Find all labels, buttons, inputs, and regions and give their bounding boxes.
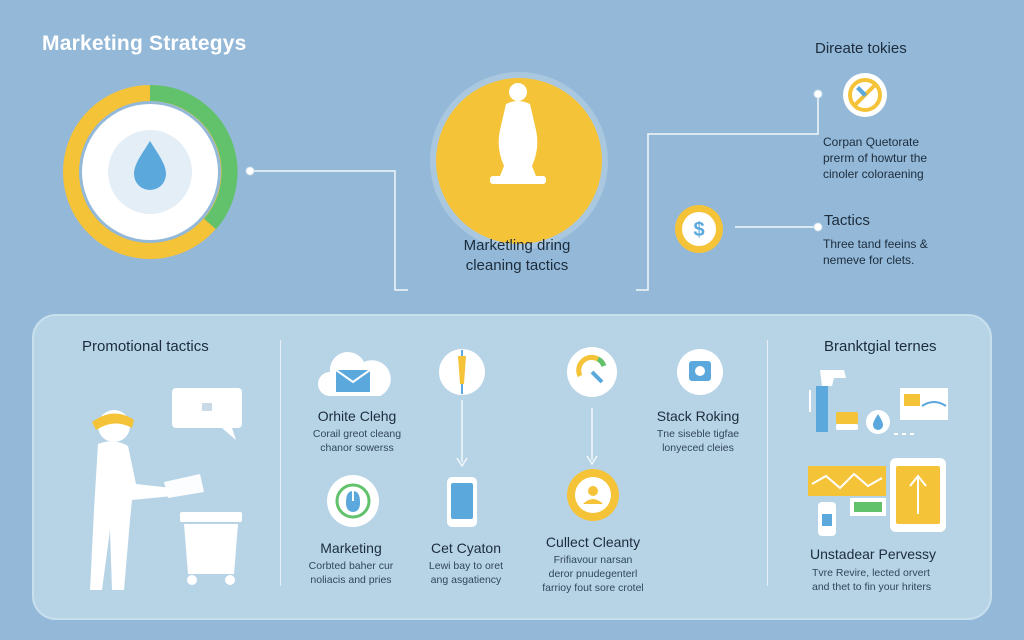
speech-bubble-icon	[170, 386, 246, 442]
tactics-heading: Tactics	[824, 212, 870, 229]
item-text: Frifiavour narsan	[553, 554, 633, 566]
connector-lines	[245, 89, 823, 291]
item-text: Tne siseble tigfae	[656, 428, 740, 440]
arrow-down-icon	[586, 408, 598, 466]
item-cullect-cleanty: Cullect Cleanty Frifiavour narsan deror …	[528, 534, 658, 595]
right-sub-text: Tvre Revire, lected orvert and thet to f…	[812, 567, 932, 593]
cleaner-figure-icon	[490, 83, 546, 184]
right-sub-heading: Unstadear Pervessy	[810, 546, 937, 562]
item-heading: Orhite Clehg	[317, 408, 397, 424]
item-text: lonyeced cleies	[662, 442, 734, 454]
item-text: farrioy fout sore crotel	[542, 582, 644, 594]
item-marketing: Marketing Corbted baher cur noliacis and…	[290, 540, 412, 587]
water-drop-donut	[62, 84, 238, 260]
divider-left	[280, 340, 281, 586]
item-stack-roking: Stack Roking Tne siseble tigfae lonyeced…	[636, 408, 760, 455]
top-right-heading: Direate tokies	[815, 40, 907, 57]
item-text: deror pnudegenterl	[548, 568, 638, 580]
top-right-text: Corpan Quetorate prerm of howtur the cin…	[823, 135, 928, 181]
pen-tool-icon	[438, 348, 486, 396]
cloud-mail-icon	[316, 344, 392, 400]
cleaning-figure-badge	[428, 70, 610, 252]
safe-icon	[676, 348, 724, 396]
page-title: Marketing Strategys	[42, 32, 247, 55]
item-heading: Cullect Cleanty	[545, 534, 641, 550]
item-heading: Marketing	[320, 540, 382, 556]
tactics-text: Three tand feeins & nemeve for clets.	[823, 237, 928, 267]
user-badge-icon	[566, 468, 620, 522]
item-cet-cyaton: Cet Cyaton Lewi bay to oret ang asgatien…	[404, 540, 528, 587]
right-heading: Branktgial ternes	[824, 338, 937, 355]
dollar-icon: $	[674, 204, 724, 254]
gauge-icon	[566, 346, 618, 398]
item-heading: Cet Cyaton	[430, 540, 502, 556]
item-text: ang asgatiency	[430, 574, 502, 586]
promotional-heading: Promotional tactics	[82, 338, 209, 355]
item-text: Corail greot cleang	[312, 428, 402, 440]
divider-right	[767, 340, 768, 586]
no-spray-icon	[842, 72, 888, 118]
mouse-target-icon	[326, 474, 380, 528]
water-drop-icon	[134, 141, 166, 190]
cleaner-person-illustration	[80, 400, 260, 590]
item-text: chanor sowerss	[320, 442, 394, 454]
item-text: Lewi bay to oret	[428, 560, 504, 572]
arrow-down-icon	[456, 400, 468, 468]
cleaning-supplies-illustration	[800, 362, 960, 538]
center-caption: Marketling dring cleaning tactics	[463, 237, 571, 274]
item-text: Corbted baher cur	[308, 560, 394, 572]
item-heading: Stack Roking	[656, 408, 740, 424]
spray-bottle-icon	[809, 370, 846, 432]
item-text: noliacis and pries	[310, 574, 392, 586]
item-orhite-clehg: Orhite Clehg Corail greot cleang chanor …	[292, 408, 422, 455]
phone-icon	[446, 476, 478, 528]
svg-text:$: $	[693, 219, 704, 241]
